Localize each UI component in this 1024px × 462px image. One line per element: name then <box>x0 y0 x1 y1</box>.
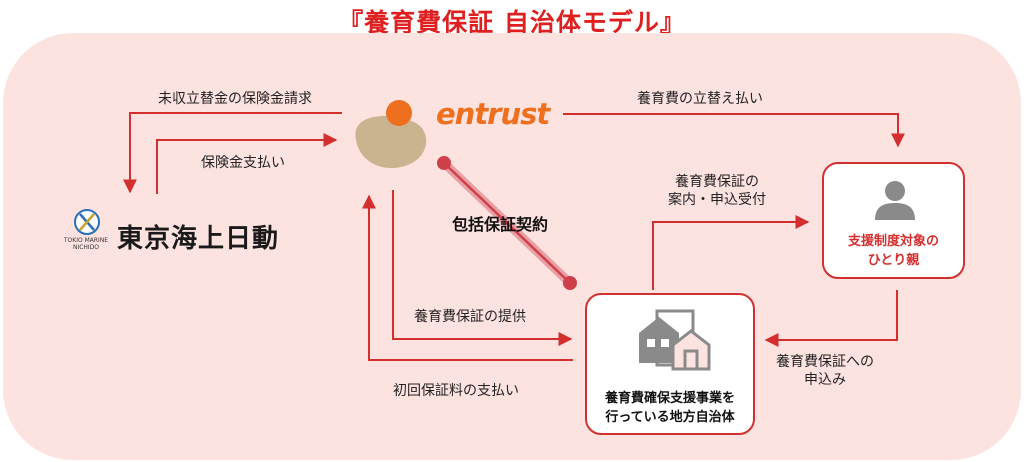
entrust-logo-icon <box>355 100 427 169</box>
person-icon <box>875 181 915 220</box>
municipality-line1: 養育費確保支援事業を <box>604 391 735 406</box>
label-guidance-line2: 案内・申込受付 <box>668 192 766 208</box>
node-municipality: 養育費確保支援事業を 行っている地方自治体 <box>585 293 755 435</box>
label-apply-line1: 養育費保証への <box>776 354 874 370</box>
single-parent-label: 支援制度対象の ひとり親 <box>824 232 963 270</box>
tokio-sub-line1: TOKIO MARINE <box>63 237 109 244</box>
single-parent-line1: 支援制度対象の <box>847 234 939 249</box>
label-contract: 包括保証契約 <box>452 215 549 234</box>
municipality-line2: 行っている地方自治体 <box>605 410 735 425</box>
arrow-guidance <box>652 215 810 290</box>
entrust-wordmark: entrust <box>436 97 550 131</box>
arrow-apply <box>764 290 898 347</box>
tokio-marine-logo-icon <box>74 209 100 235</box>
contract-dot-top <box>437 156 451 170</box>
label-apply: 養育費保証への 申込み <box>776 353 874 389</box>
arrow-payout <box>156 133 338 194</box>
arrow-provision <box>392 190 573 346</box>
tokio-marine-sublabel: TOKIO MARINE NICHIDO <box>61 237 111 251</box>
label-apply-line2: 申込み <box>804 372 846 388</box>
tokio-marine-name: 東京海上日動 <box>117 224 280 254</box>
diagram-title: 『養育費保証 自治体モデル』 <box>338 8 686 37</box>
municipality-label: 養育費確保支援事業を 行っている地方自治体 <box>587 389 753 427</box>
arrow-advance <box>563 113 905 148</box>
label-guidance-line1: 養育費保証の <box>675 174 759 190</box>
single-parent-line2: ひとり親 <box>867 253 920 268</box>
label-advance: 養育費の立替え払い <box>637 91 763 107</box>
label-payout: 保険金支払い <box>201 155 285 171</box>
label-provision: 養育費保証の提供 <box>414 309 526 325</box>
municipal-building-icon <box>639 309 711 371</box>
label-claim: 未収立替金の保険金請求 <box>158 91 312 107</box>
arrow-fee <box>362 194 573 361</box>
contract-dot-bottom <box>563 276 577 290</box>
label-guidance: 養育費保証の 案内・申込受付 <box>668 173 766 209</box>
node-single-parent: 支援制度対象の ひとり親 <box>822 162 965 279</box>
arrow-claim <box>123 112 342 194</box>
tokio-sub-line2: NICHIDO <box>72 244 100 251</box>
label-fee: 初回保証料の支払い <box>393 383 519 399</box>
